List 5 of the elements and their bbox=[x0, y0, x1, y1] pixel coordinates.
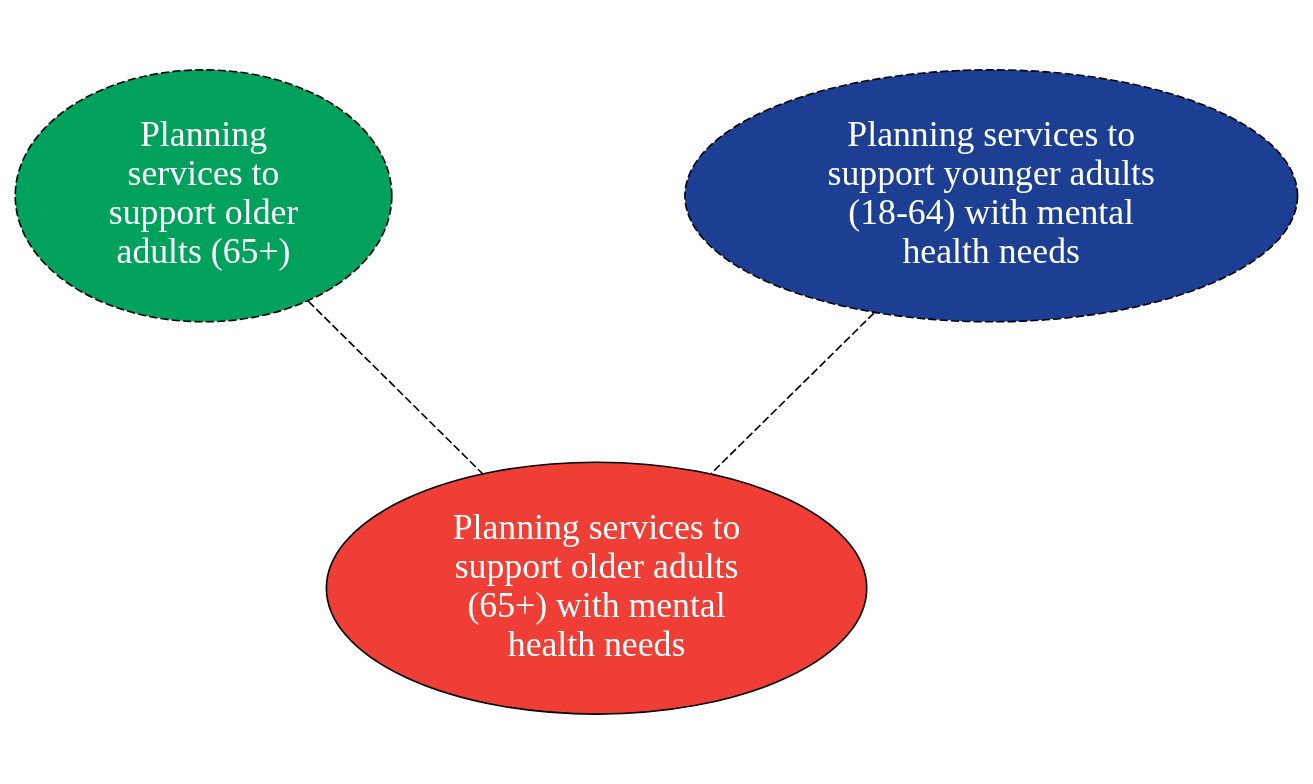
node-ellipse: Planning services to support older adults (65+) bbox=[14, 69, 393, 323]
connector bbox=[307, 300, 484, 475]
connector bbox=[710, 312, 875, 475]
node-ellipse: Planning services to support younger adults (18-64) with mental health needs bbox=[684, 69, 1299, 323]
node-ellipse: Planning services to support older adults (65+) with mental health needs bbox=[325, 461, 868, 715]
